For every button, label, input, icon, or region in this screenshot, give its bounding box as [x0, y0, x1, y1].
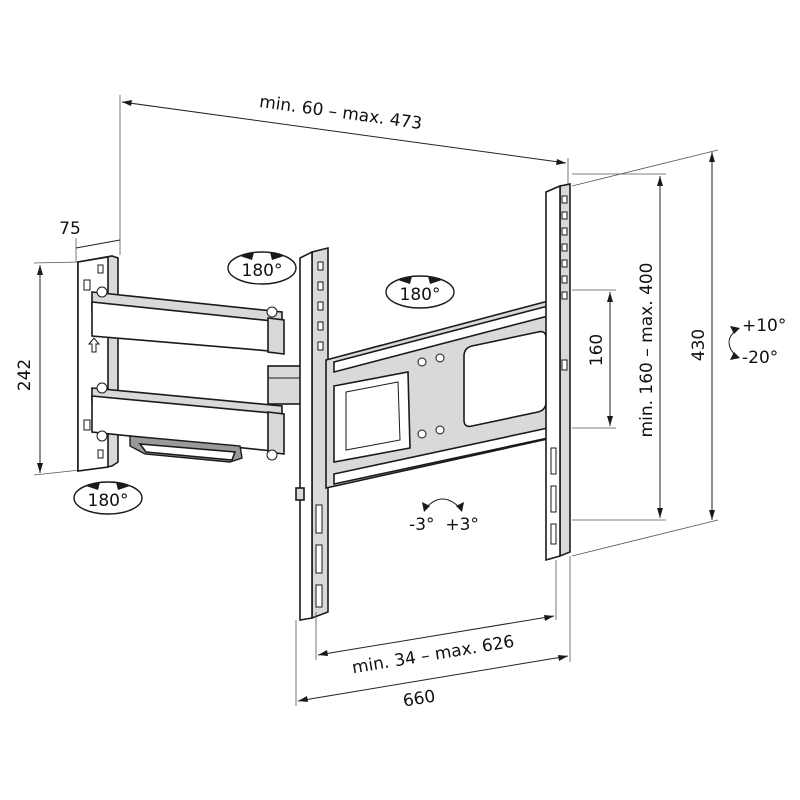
tv-rail-right	[545, 183, 571, 562]
swing-arm-upper	[91, 286, 285, 355]
wall-plate-width-label: 75	[59, 219, 81, 239]
tilt-down-label: -20°	[742, 348, 778, 368]
rotation-indicator: -3° +3°	[409, 498, 479, 535]
head-swivel-indicator: 180°	[385, 275, 455, 309]
arm-swivel-top-indicator: 180°	[227, 251, 297, 285]
arm-bracket-bottom	[129, 435, 243, 463]
tilt-up-label: +10°	[742, 316, 786, 336]
head-swivel-label: 180°	[400, 285, 441, 305]
wall-plate-height-label: 242	[15, 359, 35, 391]
arm-swivel-bottom-label: 180°	[88, 491, 129, 511]
arm-hinge	[267, 365, 305, 405]
wall-plate-width-dimension: 75	[59, 219, 121, 262]
swing-arm-lower	[91, 382, 285, 461]
total-height-dimension: 430	[571, 149, 719, 557]
wall-plate-height-dimension: 242	[15, 261, 81, 476]
arm-swivel-top-label: 180°	[242, 261, 283, 281]
wall-distance-label: min. 60 – max. 473	[258, 92, 423, 134]
vesa-vertical-min-dimension: 160	[572, 289, 616, 429]
up-arrow-icon	[87, 337, 101, 353]
vesa-vertical-min-label: 160	[587, 334, 607, 366]
total-width-label: 660	[402, 687, 437, 712]
tv-rail-left	[295, 246, 329, 621]
arm-swivel-bottom-indicator: 180°	[73, 481, 143, 515]
wall-distance-dimension: min. 60 – max. 473	[119, 92, 569, 255]
total-height-label: 430	[689, 329, 709, 361]
head-plate	[325, 298, 553, 489]
vesa-horizontal-label: min. 34 – max. 626	[351, 632, 516, 679]
total-width-dimension: 660	[295, 556, 571, 712]
tilt-indicator: +10° -20°	[728, 316, 786, 368]
vesa-vertical-range-label: min. 160 – max. 400	[637, 263, 657, 438]
vesa-horizontal-dimension: min. 34 – max. 626	[315, 560, 557, 679]
vesa-vertical-range-dimension: min. 160 – max. 400	[572, 173, 666, 521]
rotation-label: -3° +3°	[409, 515, 479, 535]
